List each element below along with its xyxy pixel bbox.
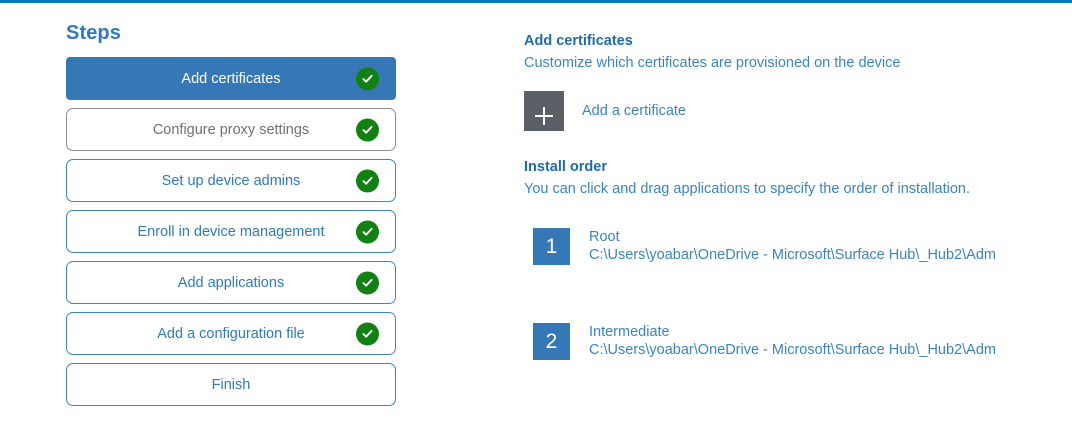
- order-item-path: C:\Users\yoabar\OneDrive - Microsoft\Sur…: [589, 342, 996, 358]
- step-label: Configure proxy settings: [152, 121, 310, 138]
- add-certificate-label: Add a certificate: [582, 102, 686, 119]
- step-label: Set up device admins: [161, 172, 301, 189]
- add-certificate-button[interactable]: Add a certificate: [524, 91, 724, 131]
- order-item-path: C:\Users\yoabar\OneDrive - Microsoft\Sur…: [589, 247, 996, 263]
- order-item-text: Intermediate C:\Users\yoabar\OneDrive - …: [589, 323, 996, 359]
- check-circle-icon: [356, 118, 379, 141]
- steps-list: Add certificates Configure proxy setting…: [66, 57, 396, 406]
- step-label: Finish: [211, 376, 251, 393]
- step-item-finish[interactable]: Finish: [66, 363, 396, 406]
- step-label: Add certificates: [181, 70, 281, 87]
- steps-heading: Steps: [66, 22, 121, 44]
- check-circle-icon: [356, 271, 379, 294]
- step-item-set-up-device-admins[interactable]: Set up device admins: [66, 159, 396, 202]
- order-number-badge: 2: [533, 323, 570, 360]
- step-item-add-a-configuration-file[interactable]: Add a configuration file: [66, 312, 396, 355]
- install-order-section: Install order You can click and drag app…: [524, 159, 1072, 360]
- detail-subtitle: Customize which certificates are provisi…: [524, 55, 901, 71]
- install-order-subtitle: You can click and drag applications to s…: [524, 181, 971, 197]
- check-circle-icon: [356, 322, 379, 345]
- step-label: Add applications: [177, 274, 285, 291]
- install-order-title: Install order: [524, 159, 607, 175]
- wizard-page: Steps Add certificates Configure proxy s…: [0, 3, 1072, 443]
- order-item-name: Root: [589, 229, 620, 245]
- order-item-text: Root C:\Users\yoabar\OneDrive - Microsof…: [589, 228, 996, 264]
- step-label: Enroll in device management: [137, 223, 325, 240]
- list-item[interactable]: 2 Intermediate C:\Users\yoabar\OneDrive …: [524, 323, 1072, 360]
- check-circle-icon: [356, 67, 379, 90]
- step-item-configure-proxy-settings[interactable]: Configure proxy settings: [66, 108, 396, 151]
- top-accent-rule: [0, 0, 1072, 3]
- list-item[interactable]: 1 Root C:\Users\yoabar\OneDrive - Micros…: [524, 228, 1072, 265]
- detail-title: Add certificates: [524, 33, 633, 49]
- order-item-name: Intermediate: [589, 324, 670, 340]
- install-order-list: 1 Root C:\Users\yoabar\OneDrive - Micros…: [524, 228, 1072, 360]
- check-circle-icon: [356, 169, 379, 192]
- steps-panel: Steps Add certificates Configure proxy s…: [66, 22, 396, 414]
- plus-icon: [524, 91, 564, 131]
- step-label: Add a configuration file: [157, 325, 305, 342]
- step-item-enroll-in-device-management[interactable]: Enroll in device management: [66, 210, 396, 253]
- step-item-add-applications[interactable]: Add applications: [66, 261, 396, 304]
- detail-panel: Add certificates Customize which certifi…: [524, 33, 1072, 418]
- check-circle-icon: [356, 220, 379, 243]
- order-number-badge: 1: [533, 228, 570, 265]
- step-item-add-certificates[interactable]: Add certificates: [66, 57, 396, 100]
